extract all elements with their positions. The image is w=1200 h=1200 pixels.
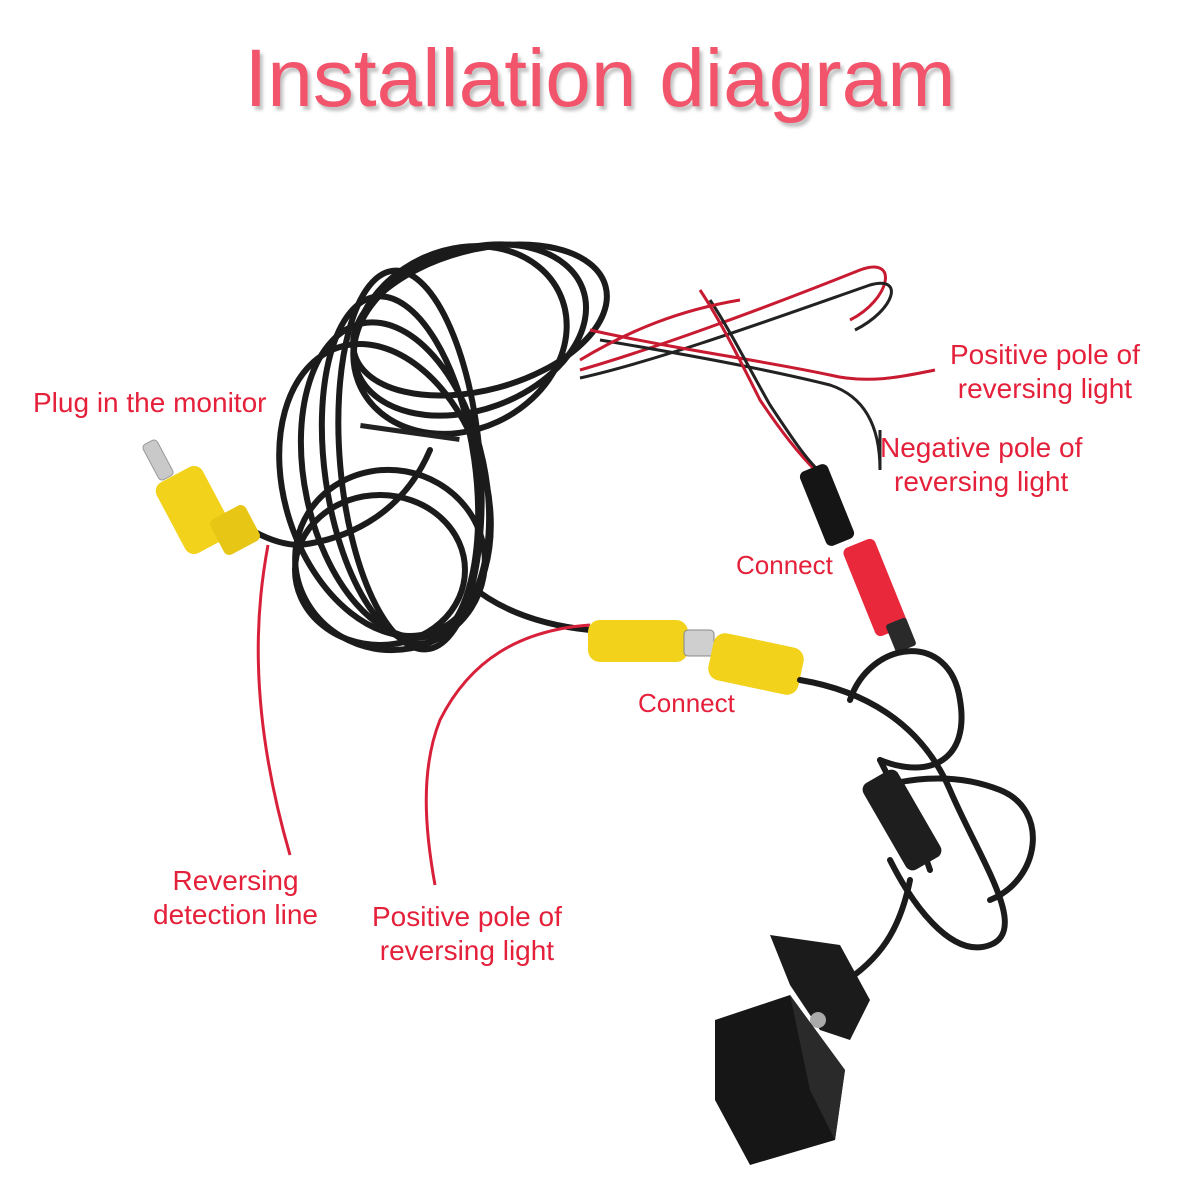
red-wire-positive-bottom: [424, 623, 591, 886]
label-reversing-detection-line2: detection line: [153, 899, 319, 930]
backup-camera: [715, 935, 870, 1165]
label-reversing-detection: Reversing detection line: [153, 864, 318, 932]
label-positive-pole-top-line2: reversing light: [957, 373, 1133, 404]
label-positive-pole-bottom-line1: Positive pole of: [372, 901, 562, 932]
label-negative-pole: Negative pole of reversing light: [880, 431, 1082, 499]
power-lead-twin-wire: [579, 265, 936, 474]
label-positive-pole-bottom-line2: reversing light: [379, 935, 555, 966]
coiled-video-cable: [276, 241, 610, 654]
label-positive-pole-bottom: Positive pole of reversing light: [372, 900, 562, 968]
label-connect-video: Connect: [638, 688, 735, 718]
label-reversing-detection-line1: Reversing: [172, 865, 299, 896]
video-connector-pair: [588, 620, 804, 695]
diagram-title: Installation diagram: [244, 33, 956, 124]
label-positive-pole-top: Positive pole of reversing light: [950, 338, 1140, 406]
camera-cable-connector: [862, 769, 942, 871]
label-positive-pole-top-line1: Positive pole of: [950, 339, 1140, 370]
label-negative-pole-line2: reversing light: [894, 466, 1069, 497]
cable-tie: [360, 423, 460, 442]
red-wire-detection: [256, 544, 292, 856]
label-plug-monitor: Plug in the monitor: [33, 387, 267, 418]
label-negative-pole-line1: Negative pole of: [880, 432, 1083, 463]
power-connector: [799, 464, 916, 653]
cable-to-video-connector: [468, 582, 591, 633]
label-connect-power: Connect: [736, 550, 833, 580]
monitor-rca-plug: [142, 439, 260, 555]
